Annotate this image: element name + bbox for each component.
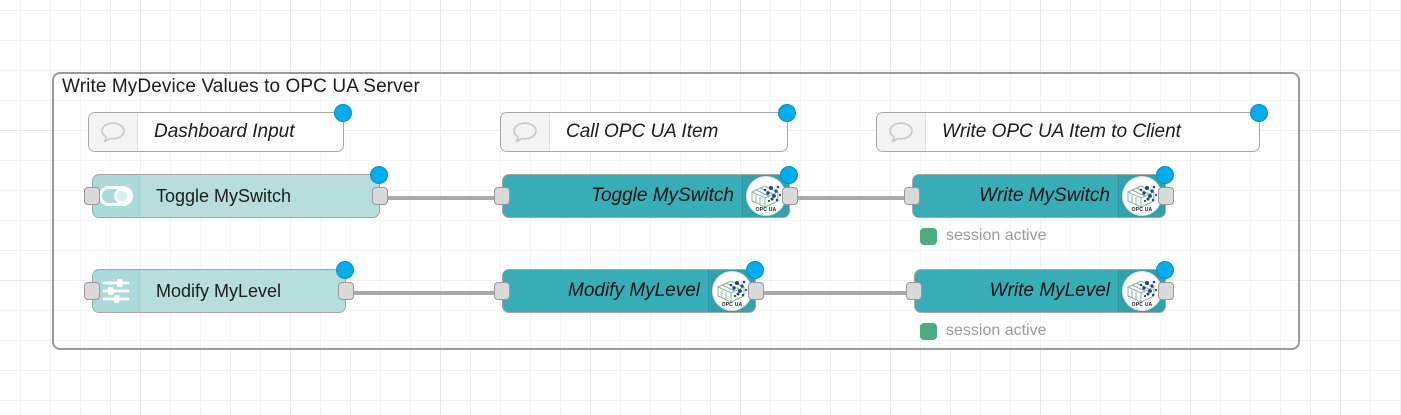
- node-output-port[interactable]: [1158, 187, 1174, 205]
- node-output-port[interactable]: [1158, 282, 1174, 300]
- node-input-port[interactable]: [904, 187, 920, 205]
- ui-node-toggle-myswitch[interactable]: Toggle MySwitch: [84, 166, 388, 218]
- node-label: Modify MyLevel: [568, 280, 700, 301]
- node-label: Toggle MySwitch: [156, 185, 292, 206]
- comment-label: Call OPC UA Item: [566, 121, 719, 142]
- node-selection-dot[interactable]: [1156, 166, 1174, 184]
- node-output-port[interactable]: [782, 187, 798, 205]
- opc-ua-badge-caption: OPC UA: [755, 207, 777, 213]
- wire-level-middle-to-target[interactable]: [757, 291, 914, 295]
- ui-node-modify-mylevel[interactable]: Modify MyLevel: [84, 261, 354, 313]
- flow-group-title: Write MyDevice Values to OPC UA Server: [62, 76, 420, 97]
- node-selection-dot[interactable]: [370, 166, 388, 184]
- node-selection-dot[interactable]: [336, 261, 354, 279]
- opc-ua-icon: OPC UA: [1118, 270, 1165, 312]
- node-label: Write MySwitch: [979, 185, 1110, 206]
- status-label: session active: [946, 322, 1047, 339]
- wire-switch-source-to-middle[interactable]: [382, 196, 502, 200]
- node-input-port[interactable]: [84, 282, 100, 300]
- opcua-client-node-write-myswitch[interactable]: Write MySwitch: [904, 166, 1174, 218]
- node-output-port[interactable]: [338, 282, 354, 300]
- comment-label: Dashboard Input: [154, 121, 295, 142]
- comment-label: Write OPC UA Item to Client: [942, 121, 1181, 142]
- node-output-port[interactable]: [748, 282, 764, 300]
- opc-ua-badge-caption: OPC UA: [721, 302, 743, 308]
- wire-switch-middle-to-target[interactable]: [790, 196, 912, 200]
- node-label: Modify MyLevel: [156, 280, 282, 301]
- opc-ua-badge-caption: OPC UA: [1131, 207, 1153, 213]
- wire-level-source-to-middle[interactable]: [348, 291, 504, 295]
- node-selection-dot[interactable]: [780, 166, 798, 184]
- opc-ua-icon: OPC UA: [742, 175, 789, 217]
- comment-node-call-opc-ua-item[interactable]: Call OPC UA Item: [500, 104, 796, 152]
- status-label: session active: [946, 227, 1047, 244]
- node-status-switch: session active: [920, 227, 1047, 245]
- opcua-item-node-modify-mylevel[interactable]: Modify MyLevel: [494, 261, 764, 313]
- comment-node-write-opc-ua-item-to-client[interactable]: Write OPC UA Item to Client: [876, 104, 1268, 152]
- comment-node-dashboard-input[interactable]: Dashboard Input: [88, 104, 352, 152]
- node-input-port[interactable]: [494, 282, 510, 300]
- node-input-port[interactable]: [494, 187, 510, 205]
- speech-bubble-icon: [877, 113, 926, 151]
- opcua-client-node-write-mylevel[interactable]: Write MyLevel: [906, 261, 1174, 313]
- node-selection-dot[interactable]: [1250, 104, 1268, 122]
- status-dot-icon: [920, 227, 937, 245]
- opc-ua-icon: OPC UA: [708, 270, 755, 312]
- node-selection-dot[interactable]: [778, 104, 796, 122]
- node-output-port[interactable]: [372, 187, 388, 205]
- node-selection-dot[interactable]: [746, 261, 764, 279]
- node-label: Toggle MySwitch: [591, 185, 734, 206]
- speech-bubble-icon: [501, 113, 550, 151]
- node-label: Write MyLevel: [989, 280, 1110, 301]
- node-status-level: session active: [920, 322, 1047, 340]
- node-input-port[interactable]: [906, 282, 922, 300]
- speech-bubble-icon: [89, 113, 138, 151]
- node-input-port[interactable]: [84, 187, 100, 205]
- sliders-icon: [93, 270, 140, 312]
- toggle-switch-icon: [93, 175, 140, 217]
- opc-ua-badge-caption: OPC UA: [1131, 302, 1153, 308]
- status-dot-icon: [920, 322, 937, 340]
- opc-ua-icon: OPC UA: [1118, 175, 1165, 217]
- opcua-item-node-toggle-myswitch[interactable]: Toggle MySwitch: [494, 166, 798, 218]
- node-selection-dot[interactable]: [334, 104, 352, 122]
- node-selection-dot[interactable]: [1156, 261, 1174, 279]
